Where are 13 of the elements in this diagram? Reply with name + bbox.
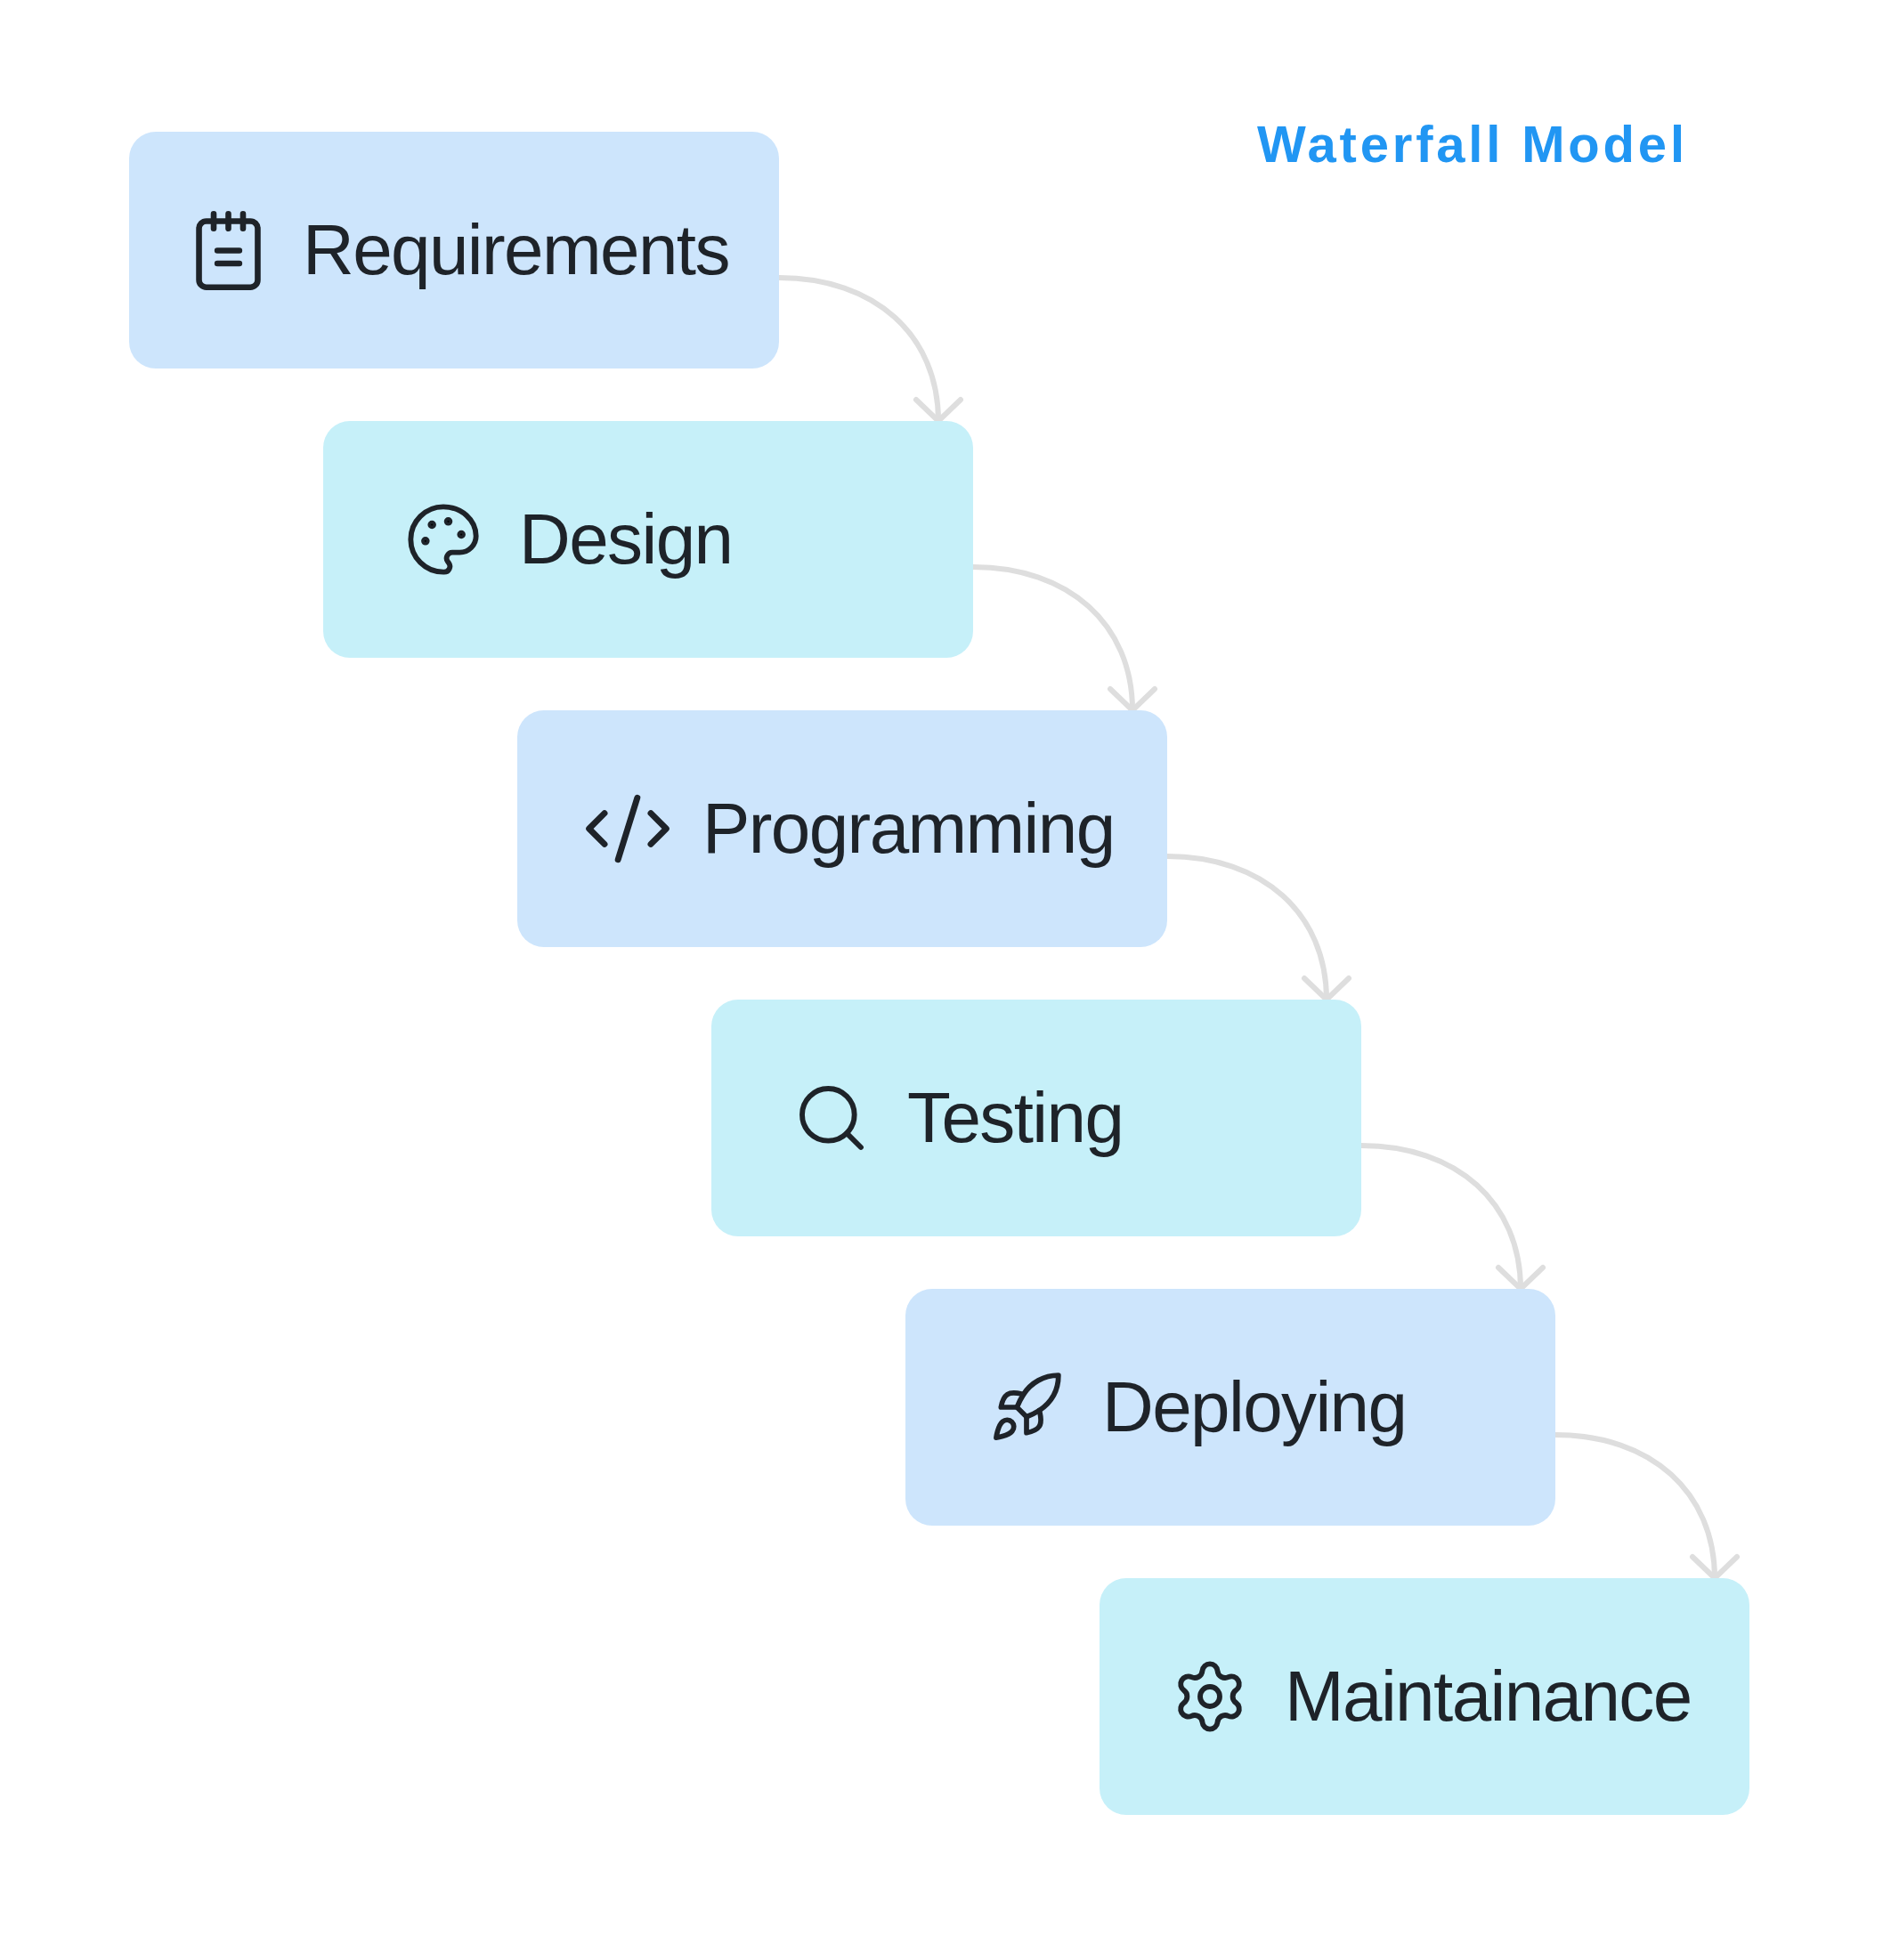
diagram-title: Waterfall Model (1257, 114, 1688, 174)
stage-box (323, 421, 973, 658)
stage-label: Programming (702, 788, 1115, 870)
stage-box (711, 1000, 1361, 1236)
stage-label: Deploying (1102, 1366, 1407, 1448)
stage-box (129, 132, 779, 369)
stage-label: Requirements (303, 209, 729, 291)
stage-box (905, 1289, 1555, 1526)
stage-box (517, 710, 1167, 947)
stage-box (1100, 1578, 1749, 1815)
stage-label: Testing (907, 1077, 1124, 1159)
stage-label: Maintainance (1285, 1656, 1692, 1737)
stage-label: Design (519, 498, 733, 580)
